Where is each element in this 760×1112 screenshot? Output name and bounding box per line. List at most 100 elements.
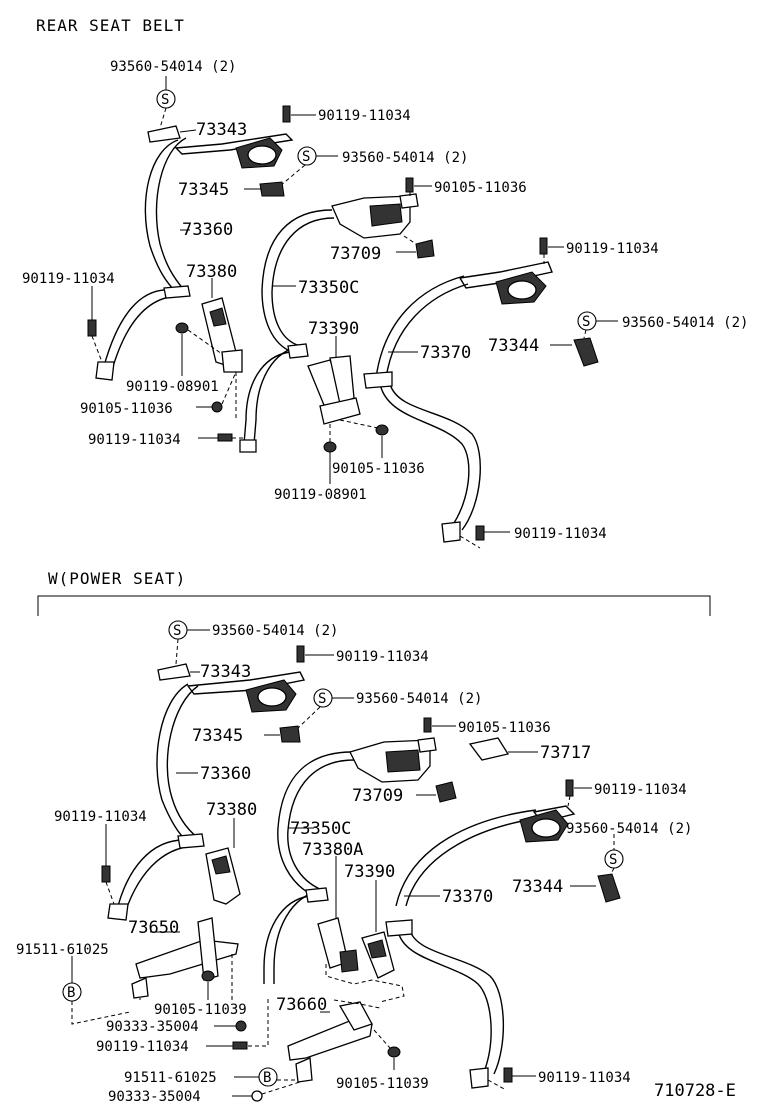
seat-belt-strap [117,839,185,907]
bracket [399,193,419,209]
part-number-label: 73345 [192,726,243,746]
part-number-label: 73343 [196,120,247,140]
belt-anchor-plate [107,903,129,921]
dashed-leader [221,371,237,405]
part-number-label: 93560-54014 (2) [342,150,468,166]
seat-belt-strap-73350c [287,759,355,891]
belt-guide-73709 [435,781,457,803]
s-mark-letter: S [173,623,181,639]
belt-anchor-plate-73343 [157,663,191,681]
seat-belt-strap [103,289,171,367]
part-number-label: 90119-11034 [514,526,607,542]
nut-icon [375,424,389,436]
belt-guide-73345 [259,181,285,197]
part-number-label: 90119-11034 [538,1070,631,1086]
dashed-leader [159,107,167,129]
part-number-label: 93560-54014 (2) [212,623,338,639]
part-number-label: 93560-54014 (2) [622,315,748,331]
seat-belt-strap [186,671,306,695]
buckle-slot [209,307,227,327]
belt-anchor [305,887,329,903]
bolt-icon [101,865,111,883]
bolt-icon [87,319,97,337]
part-number-label: 90119-11034 [54,809,147,825]
part-number-label: 93560-54014 (2) [566,821,692,837]
seat-belt-strap-73370 [375,275,465,379]
seat-belt-strap-73370 [397,929,492,1073]
seat-belt-strap-73350c [277,751,353,897]
dashed-leader [325,964,405,1003]
part-number-label: 73370 [420,343,471,363]
buckle-bracket [221,349,243,373]
part-number-label: 73650 [128,918,179,938]
part-number-label: 73717 [540,743,591,763]
part-number-label: 90105-11039 [336,1076,429,1092]
retractor-spool-icon [531,818,561,838]
belt-guide-73344 [597,873,621,903]
seat-belt-strap-73370 [405,817,541,907]
dashed-leader [333,999,381,1009]
part-number-label: 73709 [352,786,403,806]
bolt-head-icon [175,322,189,334]
dashed-leader [487,1079,507,1091]
seat-belt-strap-73360 [155,137,187,291]
seat-belt-strap-73360 [166,685,199,839]
belt-anchor [363,371,393,389]
retractor-spool-icon [257,687,287,707]
part-number-label: 90105-11036 [434,180,527,196]
retractor-spool-icon [369,203,403,227]
dashed-leader [583,329,587,339]
dashed-leader [567,795,571,807]
part-number-label: 73360 [200,764,251,784]
seat-belt-strap-73360 [144,139,179,293]
leader-line [179,129,197,133]
seat-belt-strap-73370 [395,809,537,907]
dashed-leader [373,1029,391,1049]
retractor-spool-icon [385,749,421,773]
part-number-label: 73660 [276,995,327,1015]
bracket [417,737,437,753]
part-number-label: 73343 [200,662,251,682]
belt-guide-73345 [279,725,301,743]
dashed-leader [248,996,269,1047]
belt-anchor [287,343,309,359]
bolt-icon [475,525,485,541]
part-number-label: 90119-11034 [96,1039,189,1055]
seat-belt-strap-73370 [385,283,469,379]
s-mark-letter: S [582,314,590,330]
part-number-label: 73370 [442,887,493,907]
part-number-label: 73360 [182,220,233,240]
bolt-icon [217,433,233,442]
part-number-label: 90119-11034 [594,782,687,798]
part-number-label: 93560-54014 (2) [110,59,236,75]
part-number-label: 90105-11039 [154,1002,247,1018]
nut-icon [235,1020,247,1032]
part-number-label: 90333-35004 [106,1019,199,1035]
part-number-label: 91511-61025 [16,942,109,958]
seat-belt-strap [458,261,553,289]
top-section-labels: 93560-54014 (2) 73343 90119-11034 93560-… [22,59,748,542]
bracket-73650 [197,917,219,981]
part-number-label: 90119-08901 [274,487,367,503]
belt-anchor-plate [441,521,461,543]
bolt-icon [539,237,548,255]
nut-icon [251,1090,263,1102]
dashed-leader [279,164,306,187]
belt-anchor [163,285,191,299]
section-title-power-seat: W(POWER SEAT) [48,569,186,588]
s-mark-letter: S [609,852,617,868]
part-number-label: 73390 [308,319,359,339]
bolt-icon [565,779,574,797]
belt-anchor-plate-73343 [147,125,181,143]
part-number-label: 90119-11034 [88,432,181,448]
s-mark-letter: S [318,691,326,707]
part-number-label: 73350C [290,819,351,839]
part-number-label: 90333-35004 [108,1089,201,1105]
seat-belt-strap [263,895,311,984]
belt-anchor [385,919,413,937]
part-number-label: 73350C [298,278,359,298]
belt-guide-73344 [573,337,599,367]
part-number-label: 90119-11034 [566,241,659,257]
bolt-icon [232,1041,248,1050]
seat-belt-strap [243,351,291,445]
